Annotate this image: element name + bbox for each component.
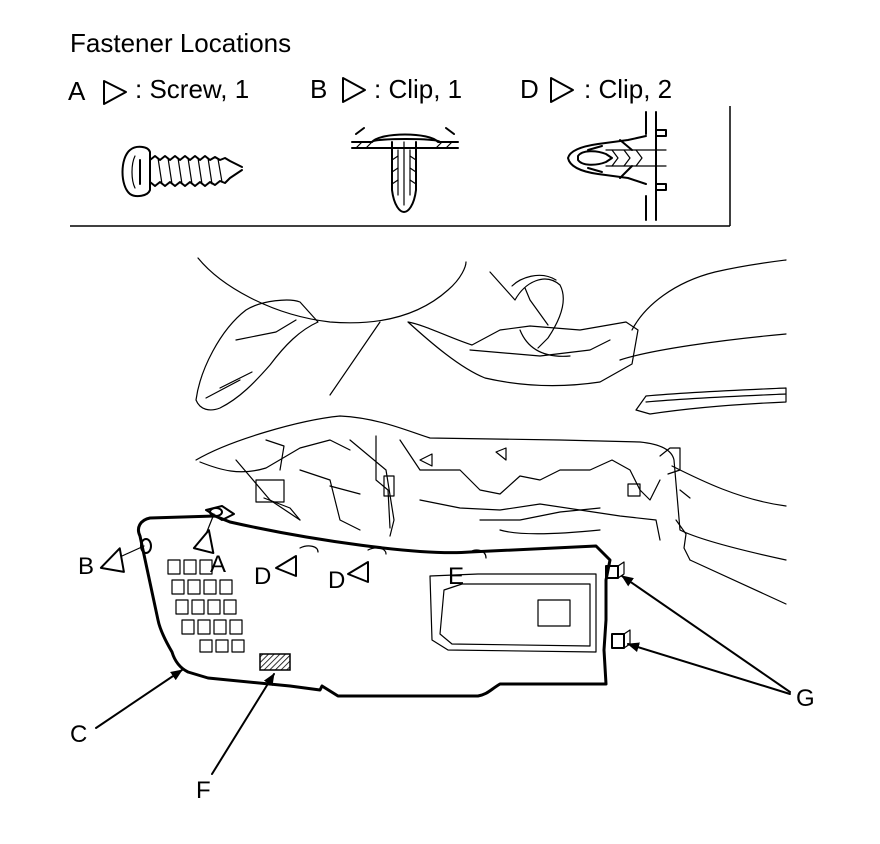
legend-letter-d: D <box>520 74 539 104</box>
screw-icon <box>121 145 243 198</box>
legend-letter-a: A <box>68 76 86 106</box>
callout-d2-label: D <box>328 567 345 594</box>
legend-letter-b: B <box>310 74 327 104</box>
fastener-triangle-icon <box>99 547 125 573</box>
legend-item-d: D : Clip, 2 <box>520 74 672 104</box>
diagram-title: Fastener Locations <box>70 28 291 58</box>
fastener-triangle-icon <box>103 80 127 105</box>
callout-g-label: G <box>796 685 815 712</box>
hatched-tab <box>259 653 291 671</box>
fastener-triangle-icon <box>550 77 574 103</box>
vehicle-interior-illustration <box>195 257 787 605</box>
legend-desc-b: : Clip, 1 <box>374 74 462 104</box>
callout-b: B <box>78 545 145 580</box>
fastener-triangle-icon <box>342 77 366 103</box>
legend-item-a: A : Screw, 1 <box>68 74 249 106</box>
fastener-triangle-icon <box>275 555 297 577</box>
callout-b-label: B <box>78 553 94 580</box>
callout-g: G <box>621 575 815 712</box>
under-cover-panel <box>136 505 631 698</box>
push-clip-icon <box>351 127 459 213</box>
callout-c: C <box>70 669 183 748</box>
callout-f-label: F <box>196 777 211 804</box>
vent-grid <box>167 559 245 653</box>
legend-desc-a: : Screw, 1 <box>135 74 249 104</box>
callout-d-2: D <box>328 561 369 594</box>
callout-a-label: A <box>210 551 226 578</box>
callout-d-1: D <box>254 555 297 590</box>
callout-e-label: E <box>448 563 464 590</box>
callout-a: A <box>192 513 226 578</box>
callout-c-label: C <box>70 721 87 748</box>
fastener-triangle-icon <box>347 561 369 583</box>
clip-d-icon <box>567 111 667 221</box>
fastener-triangle-icon <box>192 529 215 555</box>
callout-e: E <box>448 563 464 590</box>
legend-item-b: B : Clip, 1 <box>310 74 462 104</box>
callout-f: F <box>196 673 275 804</box>
callout-d1-label: D <box>254 563 271 590</box>
legend-desc-d: : Clip, 2 <box>584 74 672 104</box>
